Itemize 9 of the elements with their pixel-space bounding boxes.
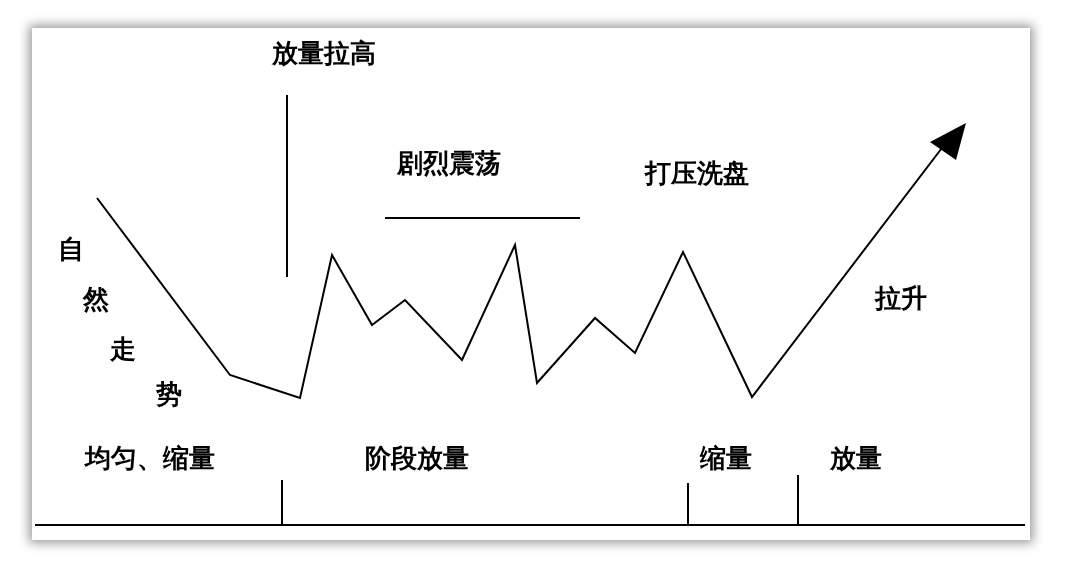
stage-label: 缩量 <box>700 445 752 471</box>
stage-label: 放量拉高 <box>272 40 376 66</box>
stage-label: 打压洗盘 <box>645 160 749 186</box>
stage-label: 阶段放量 <box>365 445 469 471</box>
stage-label: 放量 <box>830 445 882 471</box>
stage-label: 均匀、缩量 <box>85 445 215 471</box>
stage-label: 拉升 <box>875 285 927 311</box>
stage-label: 剧烈震荡 <box>397 150 501 176</box>
stage-label: 自然走势 <box>58 236 183 407</box>
